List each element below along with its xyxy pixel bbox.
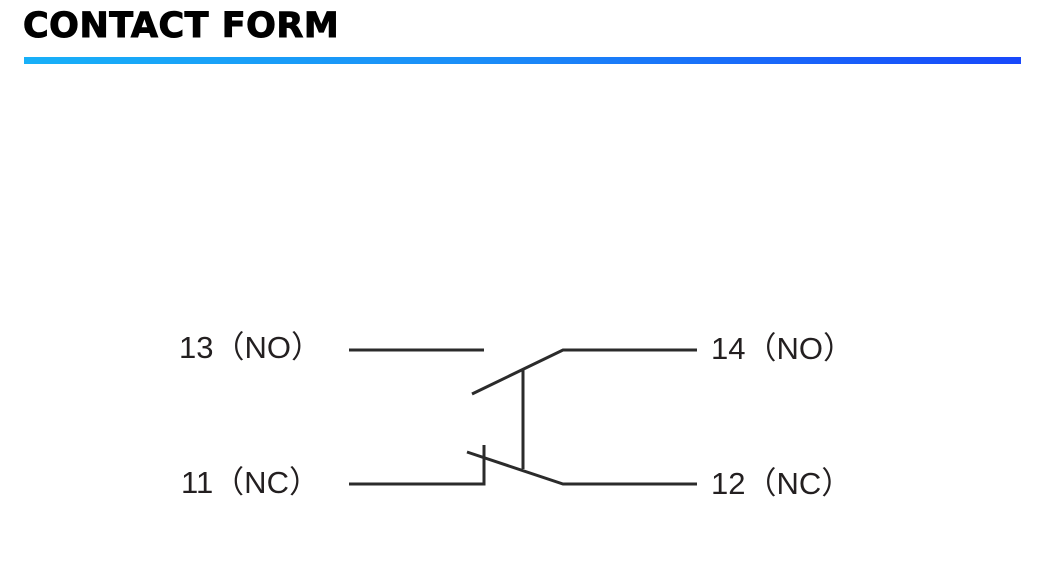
lead-11-wire xyxy=(349,445,486,486)
title-underline-bar xyxy=(24,57,1021,64)
terminal-label-12-nc: 12（NC） xyxy=(711,466,853,501)
terminal-label-11-nc: 11（NC） xyxy=(181,465,320,500)
nc-contact-blade-12 xyxy=(466,450,697,486)
terminal-label-13-no: 13（NO） xyxy=(179,330,322,365)
page-title: CONTACT FORM xyxy=(22,6,340,47)
terminal-label-14-no: 14（NO） xyxy=(711,331,854,366)
no-contact-blade-14 xyxy=(471,348,697,396)
